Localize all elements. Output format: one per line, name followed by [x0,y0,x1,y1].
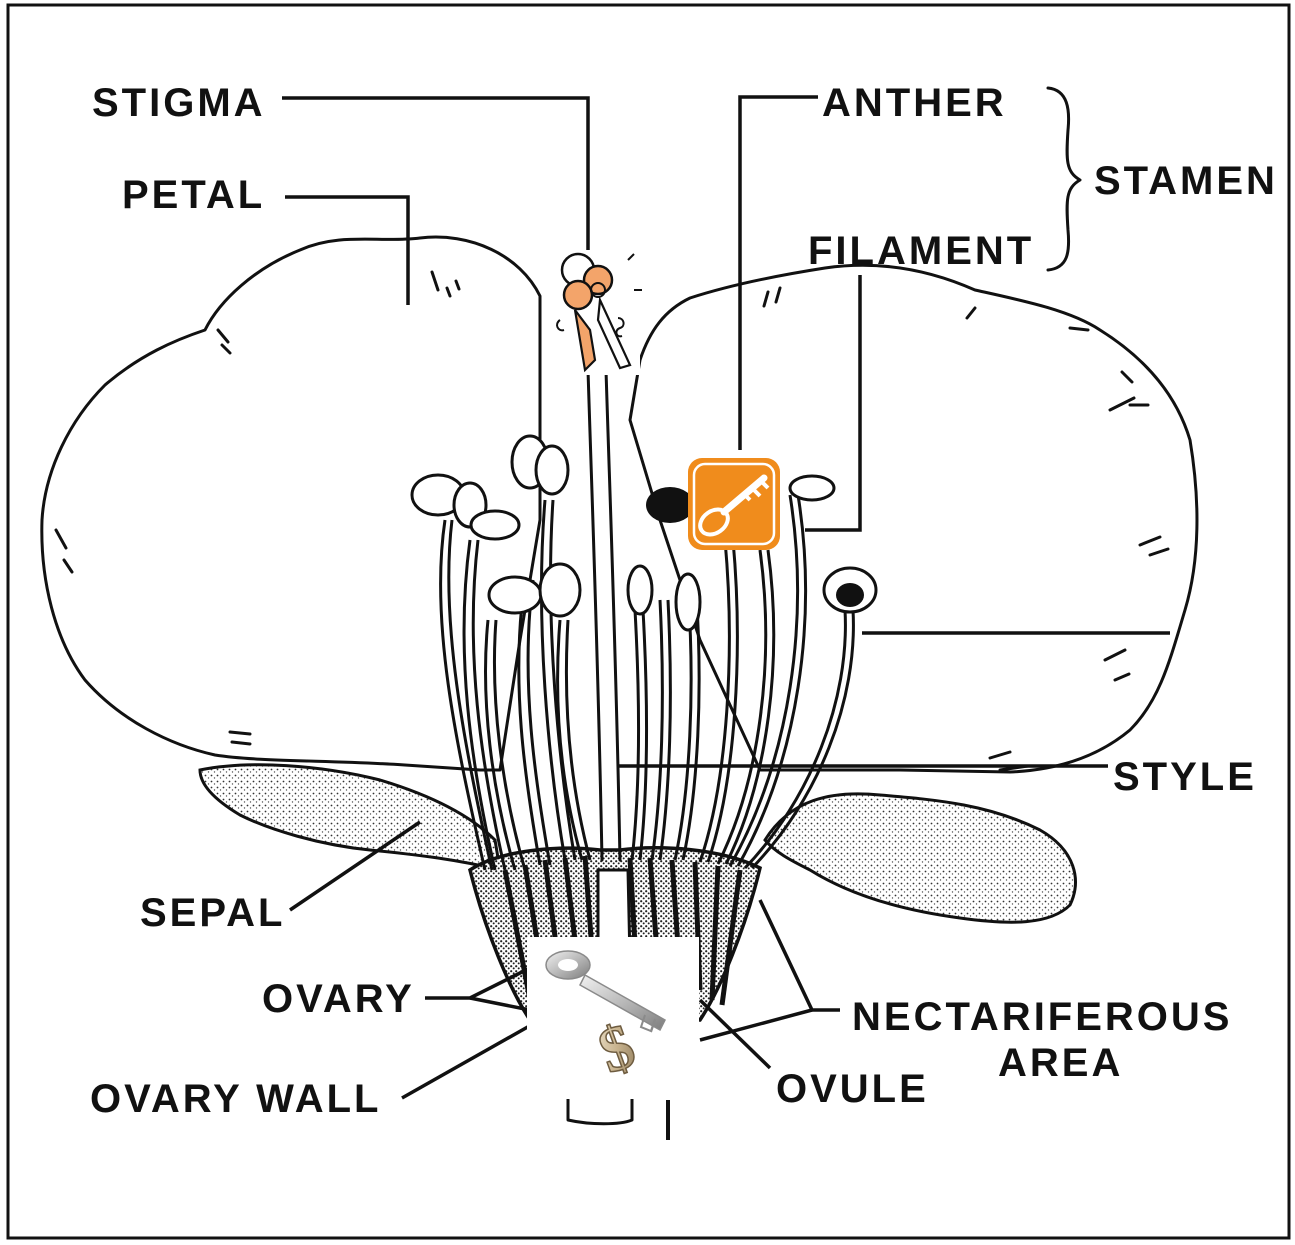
style-stalk [588,370,620,860]
orange-key-badge-icon[interactable] [688,458,780,550]
label-petal: PETAL [122,173,265,217]
label-stigma: STIGMA [92,81,266,125]
label-nectariferous-area: AREA [998,1041,1123,1085]
label-stamen: STAMEN [1094,159,1278,203]
right-sepal [765,794,1075,922]
label-ovule: OVULE [776,1067,929,1111]
label-nectariferous: NECTARIFEROUS [852,995,1232,1039]
stamen-brace [1048,88,1080,270]
label-anther: ANTHER [822,81,1007,125]
label-filament: FILAMENT [808,229,1034,273]
stem-stub [568,1098,632,1124]
label-ovary-wall: OVARY WALL [90,1077,381,1121]
label-style: STYLE [1113,755,1257,799]
silver-key-dollar-icon[interactable]: $ [527,937,699,1099]
doodle-keys-icon[interactable] [542,250,642,375]
label-sepal: SEPAL [140,891,285,935]
left-sepal [200,765,500,870]
label-ovary: OVARY [262,977,415,1021]
